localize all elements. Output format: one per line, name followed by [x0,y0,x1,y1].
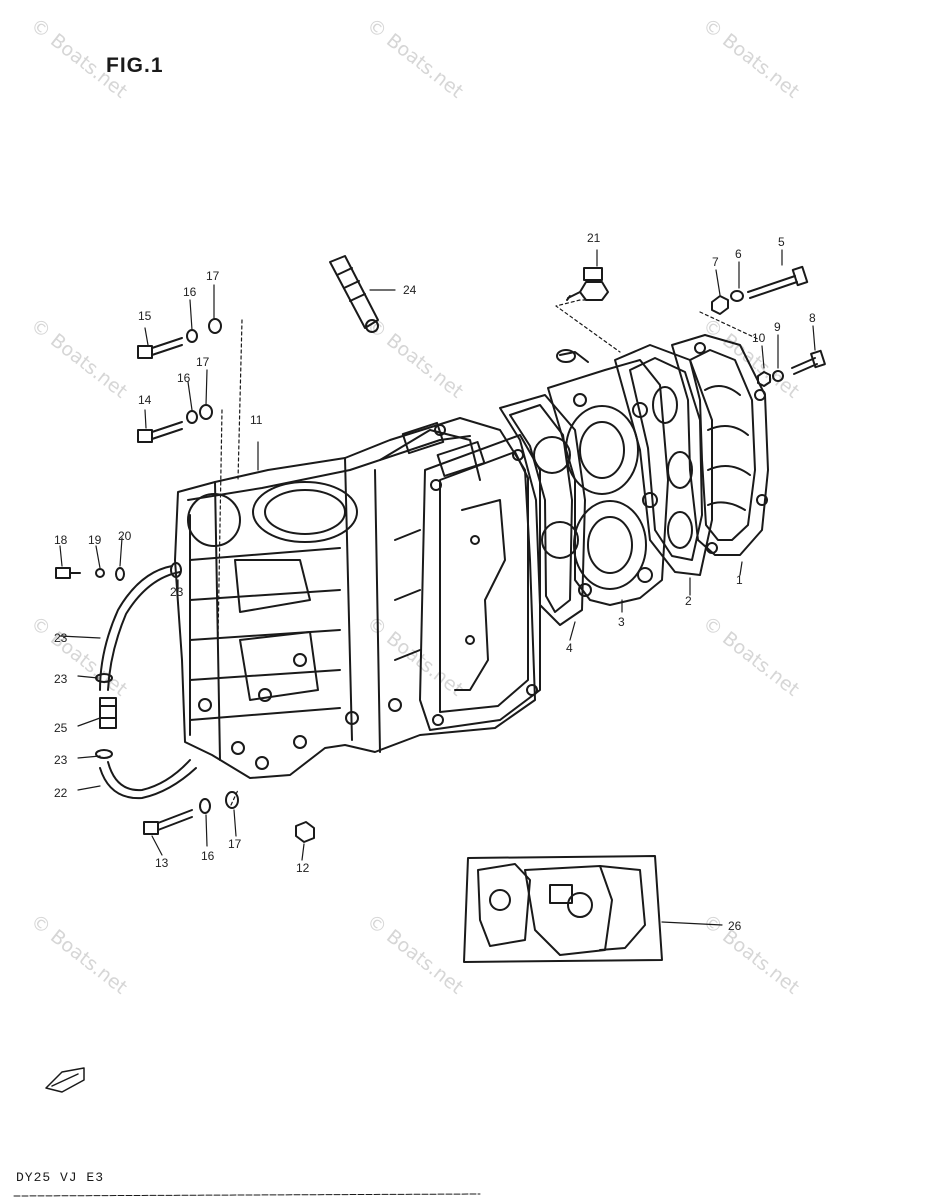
callout-9: 9 [774,320,781,334]
callout-23a: 23 [170,585,184,599]
callout-22: 22 [54,786,68,800]
callout-13: 13 [155,856,169,870]
callout-8: 8 [809,311,816,325]
callout-24: 24 [403,283,417,297]
callout-19: 19 [88,533,102,547]
callout-17c: 17 [228,837,242,851]
leader-lines [59,249,816,926]
model-code: DY25 VJ E3 [16,1170,105,1185]
end-mark-icon [45,1067,85,1093]
callout-16b: 16 [177,371,191,385]
callout-23d: 23 [54,753,68,767]
callout-14: 14 [138,393,152,407]
callout-11: 11 [250,413,263,427]
callout-21: 21 [587,231,601,245]
cylinder-head [547,349,669,606]
gasket-set [463,855,663,963]
callout-23b: 23 [54,631,68,645]
head-gasket [499,394,586,626]
callout-4: 4 [566,641,573,655]
callout-3: 3 [618,615,625,629]
callout-16: 16 [183,285,197,299]
fasteners [55,255,826,843]
callout-17: 17 [206,269,220,283]
callout-20: 20 [118,529,132,543]
callout-23c: 23 [54,672,68,686]
callout-17b: 17 [196,355,210,369]
callout-10: 10 [752,331,766,345]
callout-18: 18 [54,533,68,547]
callout-2: 2 [685,594,692,608]
callout-numbers: 1 2 3 4 5 6 7 8 9 10 11 12 13 14 15 16 1… [54,231,816,933]
callout-5: 5 [778,235,785,249]
callout-26: 26 [728,919,742,933]
callout-7: 7 [712,255,719,269]
figure-title: FIG.1 [106,54,164,77]
cylinder-block [174,417,541,779]
callout-6: 6 [735,247,742,261]
water-hose [95,562,197,800]
callout-15: 15 [138,309,152,323]
callout-25: 25 [54,721,68,735]
callout-12: 12 [296,861,310,875]
cylinder-head-cover [671,334,769,556]
callout-1: 1 [736,573,743,587]
bottom-rule [13,1193,481,1197]
callout-16c: 16 [201,849,215,863]
